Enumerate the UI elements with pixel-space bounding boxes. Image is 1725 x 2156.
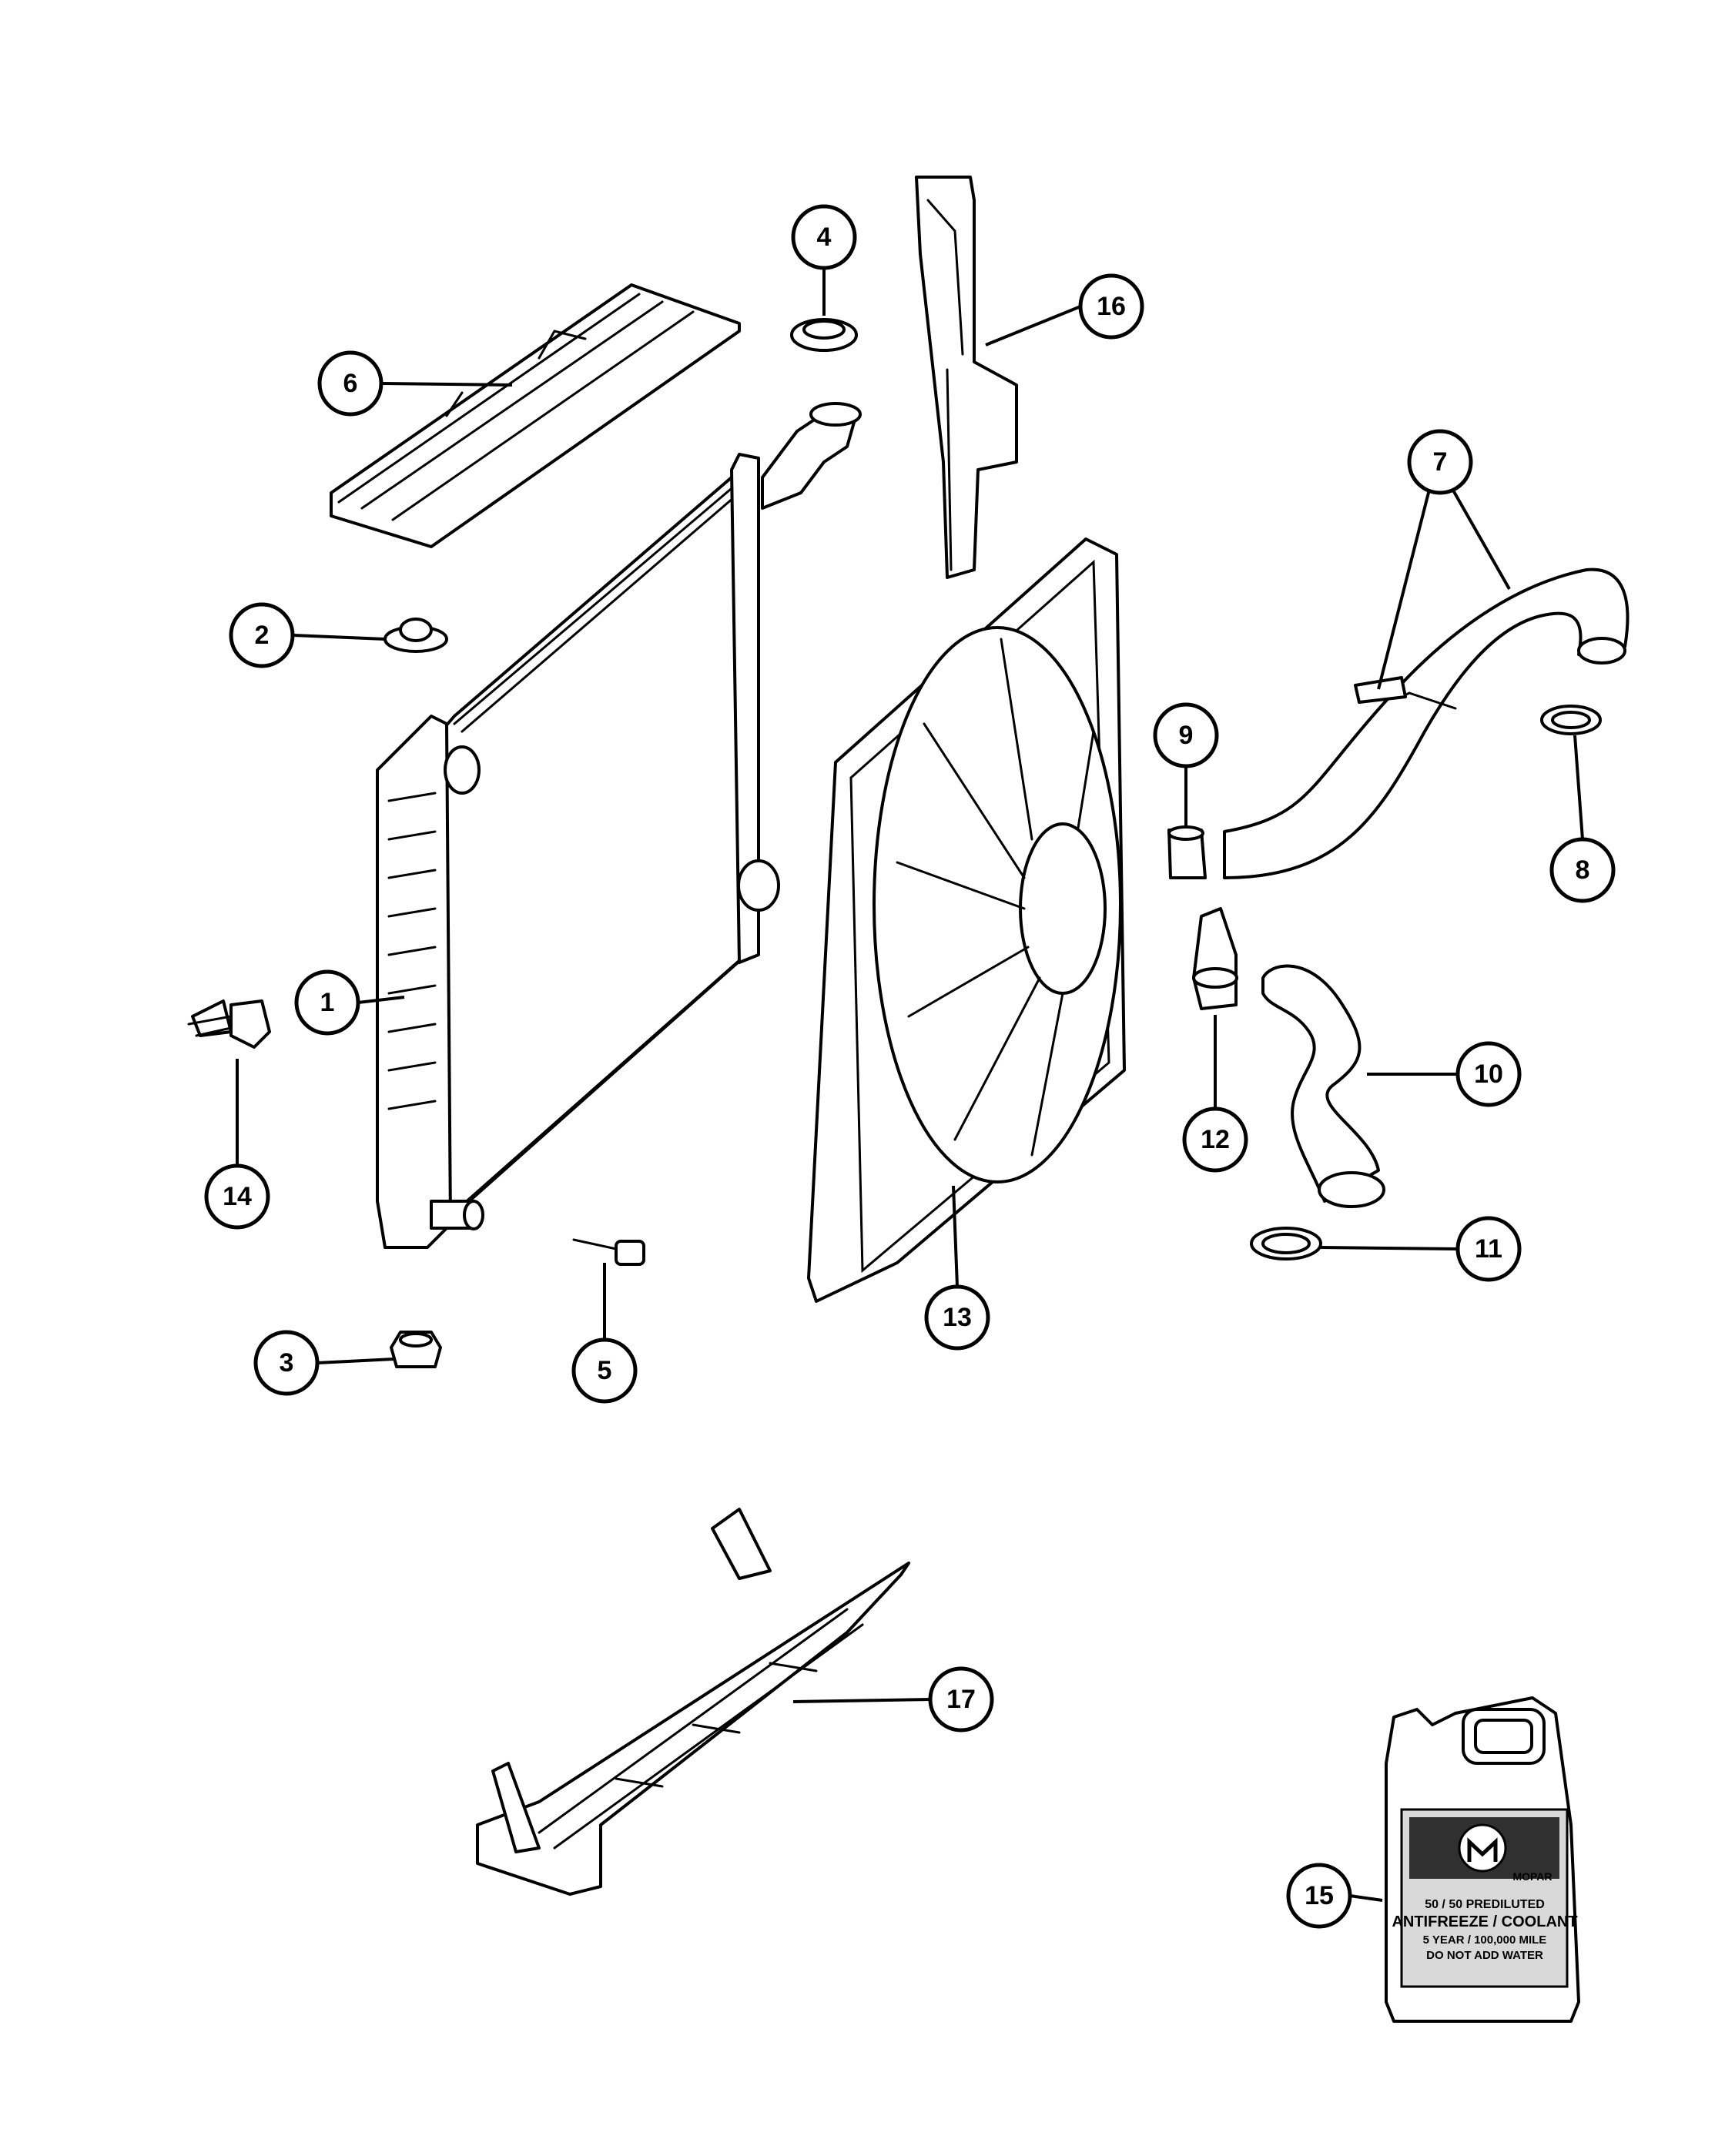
radiator-drawing (376, 402, 862, 1249)
callout-11-label: 11 (1475, 1234, 1502, 1264)
callout-17: 17 (928, 1666, 994, 1732)
callout-9-label: 9 (1179, 721, 1194, 750)
upper-hose-drawing (1223, 567, 1630, 879)
coolant-label-line1: 50 / 50 PREDILUTED (1425, 1898, 1545, 1911)
callout-1: 1 (294, 969, 360, 1036)
leader-lines (236, 268, 1584, 1902)
callout-10: 10 (1455, 1041, 1522, 1107)
callout-2: 2 (229, 602, 295, 668)
coolant-label-line2: ANTIFREEZE / COOLANT (1392, 1913, 1577, 1930)
callout-16-label: 16 (1097, 292, 1126, 321)
callout-13: 13 (924, 1284, 990, 1351)
callout-5-label: 5 (598, 1356, 612, 1385)
callout-6-label: 6 (343, 369, 358, 398)
coolant-label-line4: DO NOT ADD WATER (1426, 1949, 1543, 1962)
callout-9: 9 (1153, 702, 1219, 768)
hose-clamp-12-drawing (1192, 907, 1238, 1010)
lower-air-deflector-drawing (476, 1508, 910, 1896)
callout-3: 3 (253, 1330, 320, 1396)
hose-clamp-9-drawing (1167, 825, 1207, 879)
mopar-logo-icon (1458, 1823, 1507, 1873)
callout-5: 5 (571, 1337, 638, 1404)
draincock-drawing (572, 1238, 645, 1266)
pressure-cap-drawing (790, 318, 858, 352)
upper-isolator-drawing (384, 618, 448, 653)
callout-12: 12 (1182, 1106, 1248, 1173)
callout-7-label: 7 (1433, 447, 1448, 477)
lower-hose-drawing (1261, 964, 1385, 1208)
callout-15: 15 (1286, 1863, 1352, 1929)
callout-17-label: 17 (946, 1685, 976, 1714)
side-air-seal-drawing (915, 176, 1018, 579)
callout-13-label: 13 (943, 1303, 972, 1332)
push-pin-retainer-drawing (187, 999, 271, 1049)
hose-clamp-8-drawing (1540, 705, 1602, 735)
callout-16: 16 (1078, 273, 1144, 340)
callout-2-label: 2 (255, 621, 270, 650)
callout-14: 14 (204, 1163, 270, 1230)
callout-1-label: 1 (320, 988, 335, 1017)
callout-6: 6 (317, 350, 384, 417)
coolant-container-drawing: MOPAR 50 / 50 PREDILUTED ANTIFREEZE / CO… (1385, 1696, 1580, 2023)
coolant-label-line3: 5 YEAR / 100,000 MILE (1423, 1933, 1547, 1947)
fan-module-drawing (807, 537, 1126, 1303)
upper-air-seal-drawing (330, 283, 741, 548)
callout-8-label: 8 (1576, 855, 1590, 885)
callout-10-label: 10 (1474, 1060, 1503, 1089)
hose-clamp-11-drawing (1250, 1227, 1322, 1260)
callout-14-label: 14 (223, 1182, 252, 1211)
callout-15-label: 15 (1305, 1881, 1334, 1910)
callout-4-label: 4 (817, 223, 832, 252)
callout-4: 4 (791, 204, 857, 270)
coolant-brand: MOPAR (1512, 1870, 1552, 1883)
lower-isolator-drawing (390, 1331, 442, 1368)
callout-11: 11 (1455, 1216, 1522, 1282)
callout-12-label: 12 (1201, 1125, 1230, 1154)
callout-3-label: 3 (280, 1348, 294, 1378)
callout-8: 8 (1549, 837, 1616, 903)
callout-7: 7 (1407, 429, 1473, 495)
